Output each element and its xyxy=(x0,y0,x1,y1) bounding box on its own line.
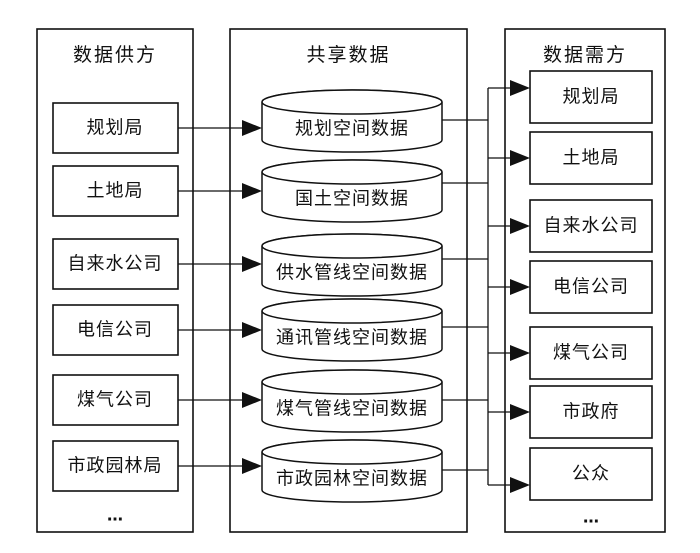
demand-label: 规划局 xyxy=(563,87,620,108)
demand-box xyxy=(529,131,653,185)
demand-box xyxy=(529,199,653,253)
supplier-label: 市政园林局 xyxy=(68,456,163,477)
supply-arrowhead xyxy=(242,256,262,272)
supplier-box xyxy=(52,165,179,217)
shared-db-label: 供水管线空间数据 xyxy=(276,263,428,284)
demand-arrowhead xyxy=(510,150,530,166)
shared-db-cylinder: 供水管线空间数据 xyxy=(261,233,443,297)
supply-arrowhead xyxy=(242,183,262,199)
supplier-label: 电信公司 xyxy=(77,320,153,341)
demand-label: 土地局 xyxy=(563,148,620,169)
shared-db-cylinder: 市政园林空间数据 xyxy=(261,439,443,503)
shared-db-cylinder: 通讯管线空间数据 xyxy=(261,298,443,362)
shared-db-label: 国土空间数据 xyxy=(295,189,409,210)
demand-label: 电信公司 xyxy=(553,277,629,298)
supplier-label: 规划局 xyxy=(87,118,144,139)
supply-arrowhead xyxy=(242,458,262,474)
demand-arrowhead xyxy=(510,218,530,234)
demand-title: 数据需方 xyxy=(543,44,627,66)
demand-label: 公众 xyxy=(572,464,610,485)
supplier-box xyxy=(52,374,179,426)
demand-ellipsis: … xyxy=(583,508,599,527)
shared-db-cylinder: 国土空间数据 xyxy=(261,159,443,223)
supplier-label: 土地局 xyxy=(87,181,144,202)
demand-label: 煤气公司 xyxy=(553,343,629,364)
demand-box xyxy=(529,260,653,314)
demand-box xyxy=(529,326,653,380)
demand-arrowhead xyxy=(510,80,530,96)
demand-arrowhead xyxy=(510,477,530,493)
supplier-box xyxy=(52,102,179,154)
supplier-label: 自来水公司 xyxy=(68,254,163,275)
demand-arrowhead xyxy=(510,404,530,420)
shared-db-label: 煤气管线空间数据 xyxy=(276,399,428,420)
supply-arrowhead xyxy=(242,322,262,338)
demand-label: 市政府 xyxy=(563,402,620,423)
shared-db-cylinder: 煤气管线空间数据 xyxy=(261,369,443,433)
demand-box xyxy=(529,447,653,501)
supply-panel xyxy=(36,28,194,533)
supply-arrowhead xyxy=(242,392,262,408)
supplier-label: 煤气公司 xyxy=(77,390,153,411)
supplier-box xyxy=(52,238,179,290)
demand-arrowhead xyxy=(510,279,530,295)
demand-label: 自来水公司 xyxy=(544,216,639,237)
supply-arrowhead xyxy=(242,120,262,136)
shared-db-label: 规划空间数据 xyxy=(295,119,409,140)
demand-box xyxy=(529,70,653,124)
shared-db-label: 通讯管线空间数据 xyxy=(276,328,428,349)
supply-ellipsis: … xyxy=(107,506,123,525)
supplier-box xyxy=(52,304,179,356)
supplier-box xyxy=(52,440,179,492)
demand-box xyxy=(529,385,653,439)
shared-title: 共享数据 xyxy=(306,44,390,66)
demand-arrowhead xyxy=(510,345,530,361)
demand-panel xyxy=(504,28,666,533)
shared-db-label: 市政园林空间数据 xyxy=(276,469,428,490)
shared-db-cylinder: 规划空间数据 xyxy=(261,89,443,153)
supply-title: 数据供方 xyxy=(73,44,157,66)
shared-panel xyxy=(229,28,468,533)
